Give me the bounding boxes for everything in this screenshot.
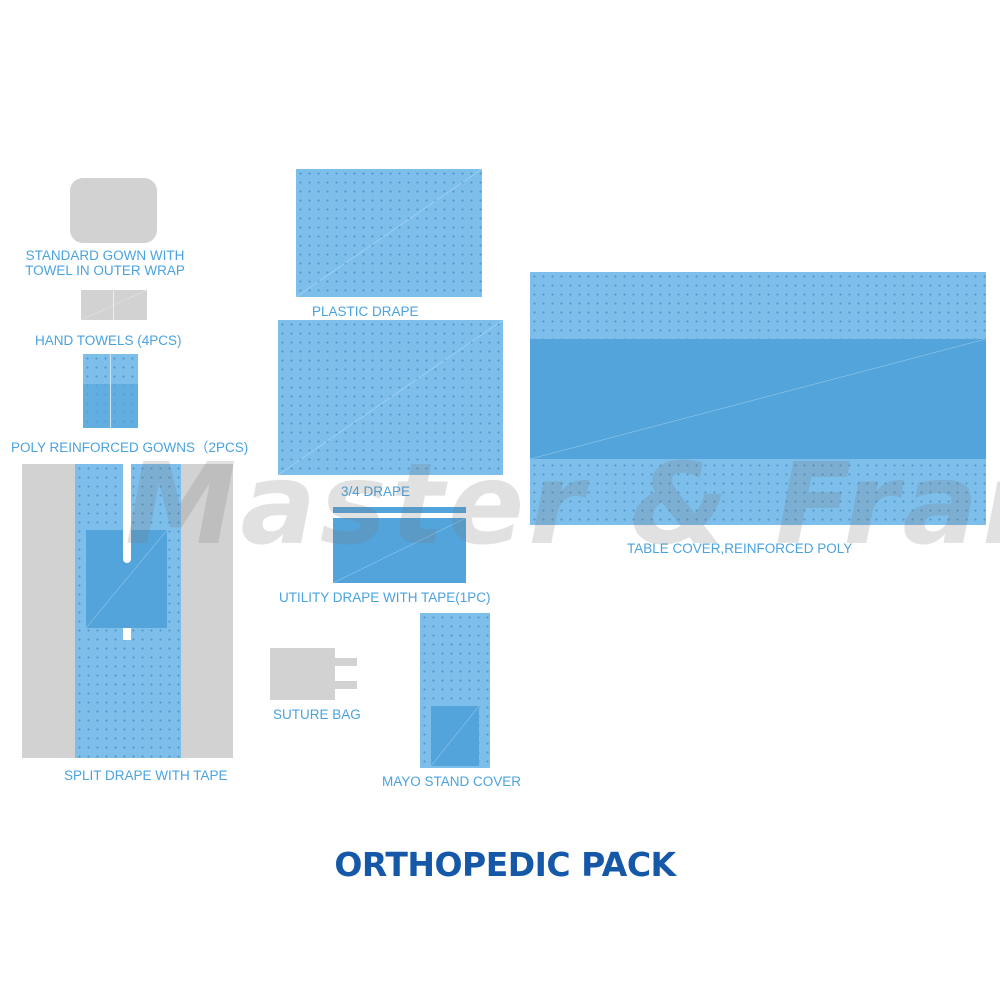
three-quarter-drape-label: 3/4 DRAPE <box>341 484 411 499</box>
page-title: ORTHOPEDIC PACK <box>334 845 676 884</box>
suture-bag-tab <box>335 658 357 666</box>
hand-towels-image <box>81 290 147 320</box>
gown-wrap-label-line2: TOWEL IN OUTER WRAP <box>25 263 185 278</box>
plastic-drape-label: PLASTIC DRAPE <box>312 304 419 319</box>
gown-wrap-label-line1: STANDARD GOWN WITH <box>25 248 185 263</box>
gown-wrap-label: STANDARD GOWN WITH TOWEL IN OUTER WRAP <box>10 248 200 278</box>
watermark-logo: Master & Frank <box>125 440 1000 570</box>
table-cover-image <box>530 272 986 525</box>
utility-drape-image <box>333 507 466 583</box>
suture-bag-image <box>270 648 335 700</box>
split-drape-label: SPLIT DRAPE WITH TAPE <box>64 768 228 783</box>
split-drape-image <box>22 464 233 758</box>
suture-bag-label: SUTURE BAG <box>273 707 361 722</box>
three-quarter-drape-image <box>278 320 503 475</box>
gown-wrap-image <box>70 178 157 243</box>
mayo-stand-cover-label: MAYO STAND COVER <box>382 774 522 789</box>
mayo-stand-cover-image <box>420 613 490 768</box>
utility-drape-label: UTILITY DRAPE WITH TAPE(1PC) <box>279 590 491 605</box>
plastic-drape-image <box>296 169 482 297</box>
hand-towels-label: HAND TOWELS (4PCS) <box>35 333 182 348</box>
suture-bag-tab <box>335 681 357 689</box>
table-cover-label: TABLE COVER,REINFORCED POLY <box>627 541 853 556</box>
poly-gowns-label: POLY REINFORCED GOWNS（2PCS) <box>11 440 249 455</box>
poly-gowns-image <box>83 354 138 428</box>
